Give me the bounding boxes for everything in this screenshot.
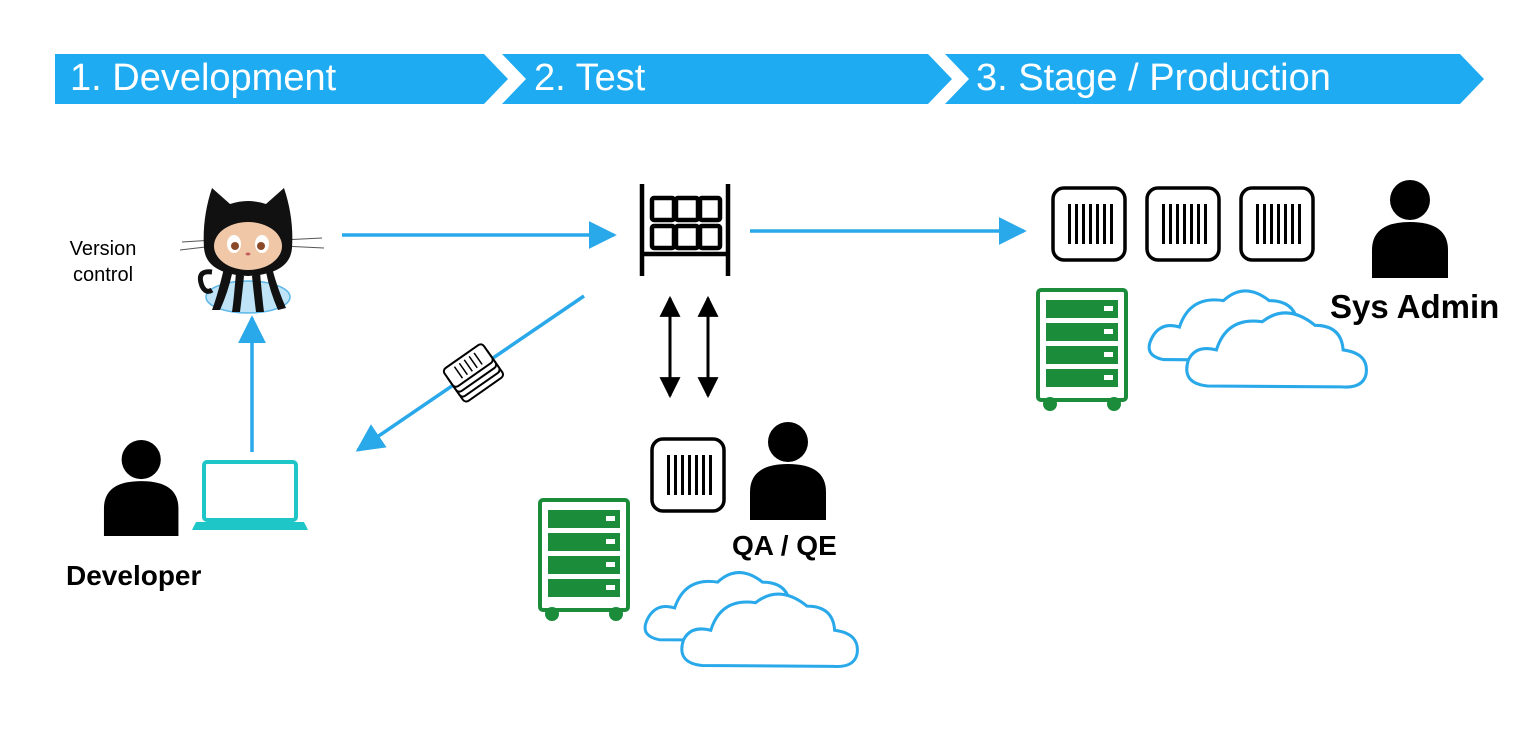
prod-container-icon-1 <box>1051 186 1127 262</box>
bidirectional-arrows <box>659 295 719 399</box>
prod-container-icon-3 <box>1239 186 1315 262</box>
flow-arrows <box>238 217 1027 452</box>
registry-icon <box>639 184 731 276</box>
stage-1-chevron <box>55 54 508 104</box>
stage-3-chevron <box>945 54 1484 104</box>
qa-cloud-icon <box>643 571 859 669</box>
stage-banner <box>55 54 1484 104</box>
version-control-label: Version control <box>69 238 137 286</box>
sysadmin-person-icon <box>1372 180 1448 278</box>
qa-container-icon <box>650 437 726 513</box>
stage-2-label: 2. Test <box>534 57 646 99</box>
laptop-icon <box>192 460 308 530</box>
stage-1-label: 1. Development <box>70 57 337 99</box>
image-stack-icon <box>442 343 505 403</box>
qa-person-icon <box>750 422 826 520</box>
stage-3-label: 3. Stage / Production <box>976 57 1331 99</box>
stage-2-chevron <box>502 54 952 104</box>
qa-qe-label: QA / QE <box>732 530 837 561</box>
octocat-icon <box>179 188 325 314</box>
developer-person-icon <box>103 439 179 536</box>
sys-admin-label: Sys Admin <box>1330 288 1500 325</box>
prod-server-icon <box>1036 288 1128 413</box>
developer-label: Developer <box>66 560 202 591</box>
prod-container-icon-2 <box>1145 186 1221 262</box>
qa-server-icon <box>538 498 630 623</box>
